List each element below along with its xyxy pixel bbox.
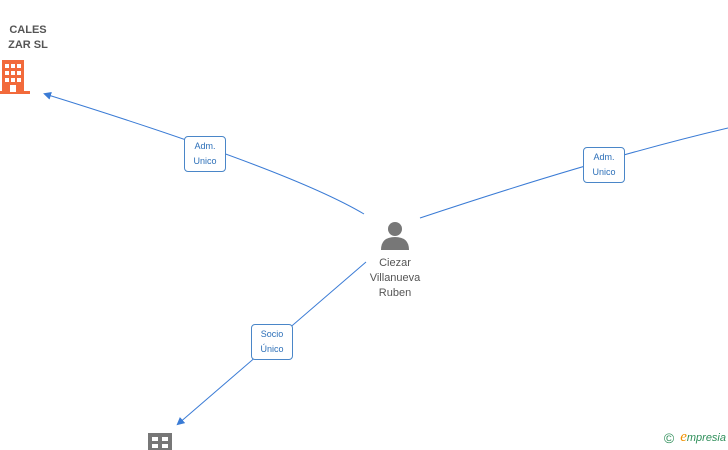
- edge-label-bottom[interactable]: Socio Único: [251, 324, 293, 360]
- building-icon[interactable]: [148, 433, 172, 450]
- building-icon[interactable]: [0, 58, 32, 94]
- edge-line-right: [419, 127, 728, 219]
- brand-initial: e: [680, 429, 687, 445]
- person-name[interactable]: Ciezar Villanueva Ruben: [345, 256, 445, 301]
- edge-label-line-1: Adm.: [593, 152, 615, 162]
- company-name-line-2: ZAR SL: [8, 39, 48, 51]
- edge-label-right[interactable]: Adm. Unico: [583, 147, 625, 183]
- copyright-symbol: ©: [663, 429, 675, 446]
- edge-label-line-2: Unico: [592, 167, 616, 177]
- edge-line-top-left: [43, 91, 365, 215]
- edge-label-line-1: Adm.: [194, 141, 216, 151]
- edge-label-line-2: Único: [260, 344, 284, 354]
- edge-label-line-1: Socio: [260, 329, 284, 339]
- company-name-top-left: CALES ZAR SL: [0, 23, 60, 53]
- empresia-watermark: © e mpresia: [664, 429, 726, 446]
- edge-label-top-left[interactable]: Adm. Unico: [184, 136, 226, 172]
- person-icon[interactable]: [380, 220, 410, 250]
- person-name-line-1: Ciezar: [379, 257, 411, 269]
- person-name-line-3: Ruben: [378, 287, 412, 299]
- brand-name: mpresia: [686, 431, 726, 444]
- edge-label-line-2: Unico: [193, 156, 217, 166]
- company-name-line-1: CALES: [9, 24, 47, 36]
- person-name-line-2: Villanueva: [369, 272, 421, 284]
